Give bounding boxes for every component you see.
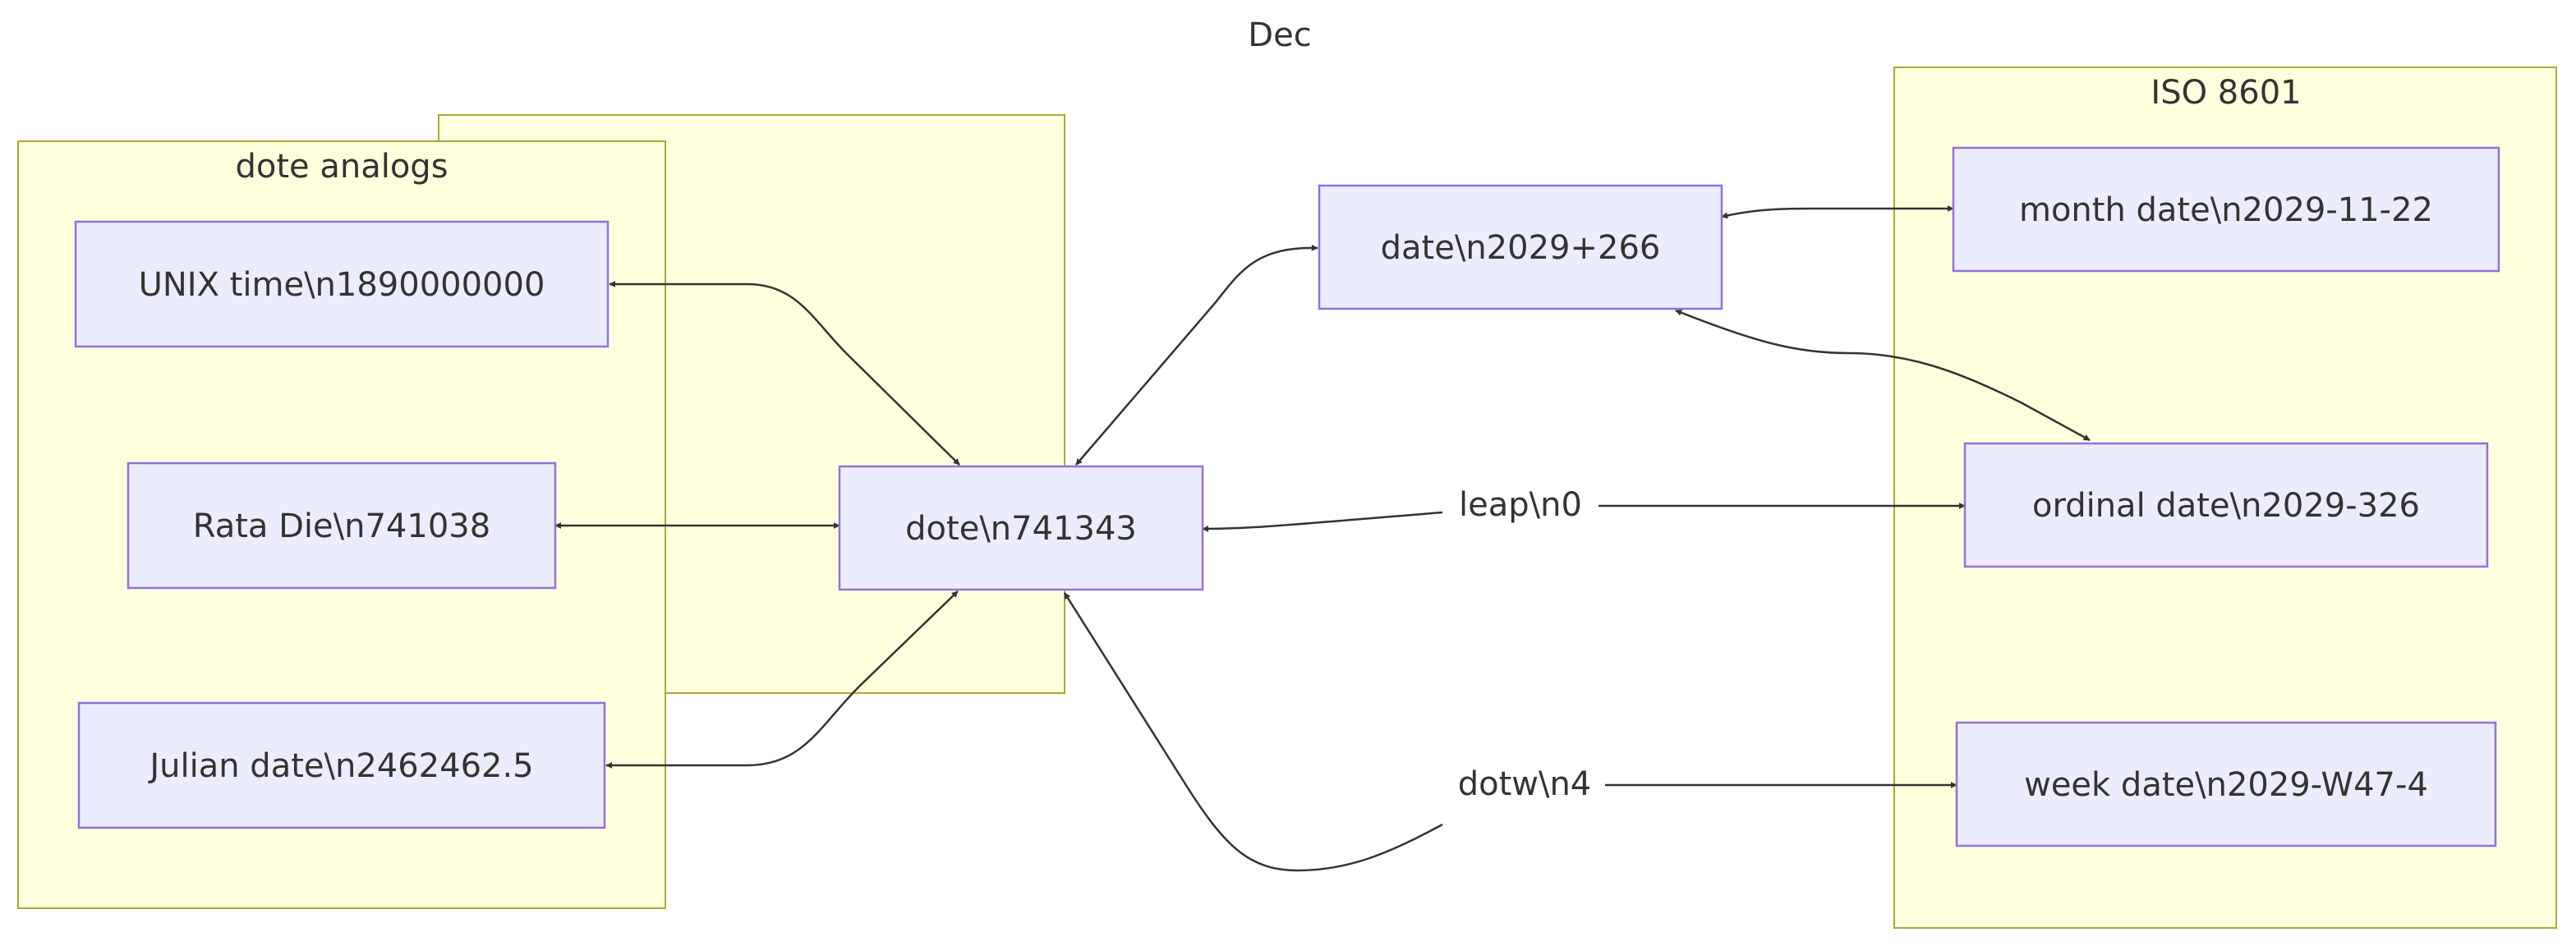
node-julian-date[interactable]: Julian date\n2462462.5 (77, 701, 606, 829)
node-week-date[interactable]: week date\n2029-W47-4 (1955, 721, 2497, 847)
node-week-date-label: week date\n2029-W47-4 (2024, 766, 2428, 804)
edge-julian-dote (605, 590, 959, 769)
node-ordinal-date[interactable]: ordinal date\n2029-326 (1963, 442, 2489, 568)
edge-dote-leap (1202, 511, 1443, 532)
node-month-date[interactable]: month date\n2029-11-22 (1952, 146, 2500, 273)
node-dote-label: dote\n741343 (905, 510, 1137, 548)
edge-label-leap-text: leap\n0 (1459, 486, 1582, 524)
edge-label-leap: leap\n0 (1444, 484, 1597, 524)
node-date[interactable]: date\n2029+266 (1318, 184, 1723, 310)
edge-label-dotw: dotw\n4 (1446, 764, 1603, 803)
node-unix-time-label: UNIX time\n1890000000 (139, 266, 545, 304)
node-rata-die-label: Rata Die\n741038 (193, 507, 490, 545)
node-month-date-label: month date\n2029-11-22 (2019, 191, 2433, 229)
node-rata-die[interactable]: Rata Die\n741038 (126, 462, 557, 590)
node-unix-time[interactable]: UNIX time\n1890000000 (74, 220, 610, 348)
cluster-label-dote-analogs: dote analogs (235, 148, 448, 186)
node-dote[interactable]: dote\n741343 (838, 465, 1204, 591)
edge-label-dotw-text: dotw\n4 (1458, 765, 1592, 803)
edge-dote-dotw (1063, 592, 1443, 872)
node-julian-date-label: Julian date\n2462462.5 (147, 747, 533, 785)
node-ordinal-date-label: ordinal date\n2029-326 (2032, 487, 2420, 525)
diagram-title: Dec (1248, 16, 1311, 54)
edge-dote-date (1075, 244, 1318, 466)
edge-date-month (1721, 205, 1954, 219)
node-date-label: date\n2029+266 (1381, 229, 1661, 267)
edge-unix-dote (609, 281, 960, 466)
edge-date-ordinal (1675, 309, 2091, 442)
cluster-label-iso-8601: ISO 8601 (2150, 74, 2301, 112)
